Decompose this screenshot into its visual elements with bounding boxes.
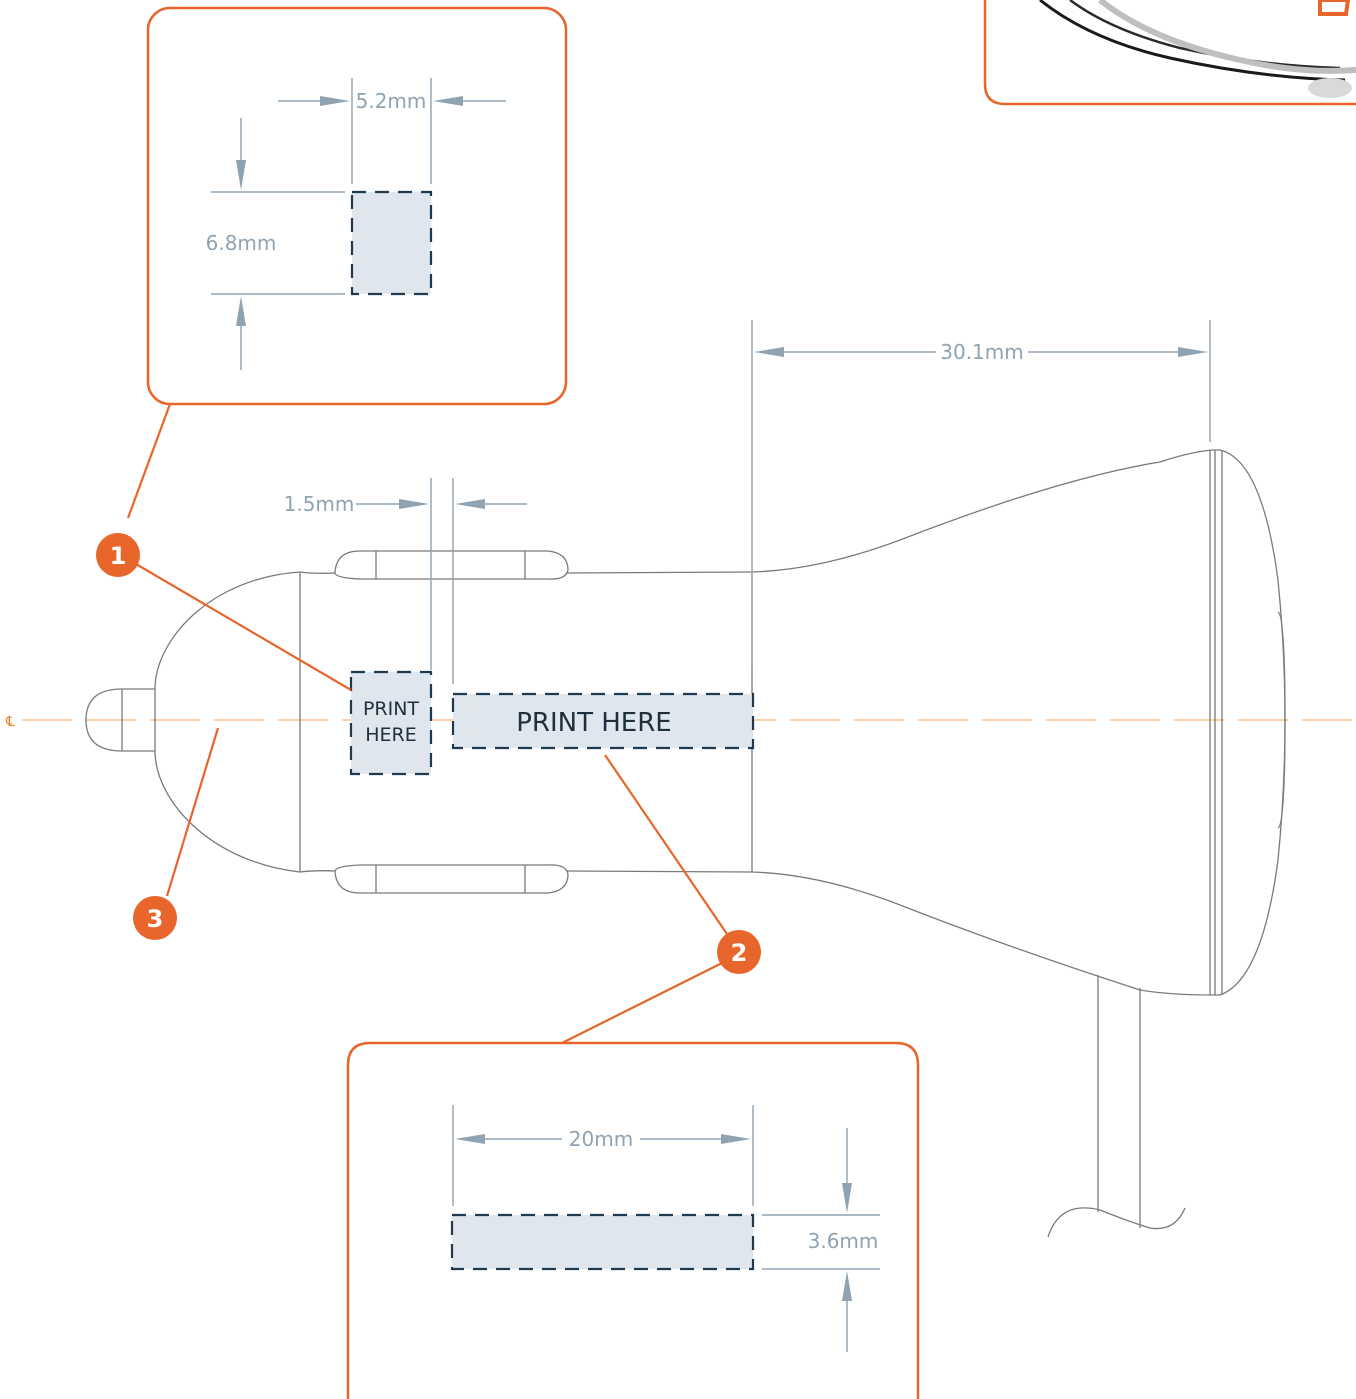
detail-frame-2: 20mm 3.6mm — [346, 1041, 920, 1399]
cable — [1047, 975, 1186, 1238]
callout-3: 3 — [133, 896, 177, 940]
print-area-1-label-line2: HERE — [365, 724, 417, 746]
dimension-label-side-height: 6.8mm — [206, 231, 277, 255]
detail-frame-1: 5.2mm 6.8mm — [146, 6, 568, 406]
product-photo-frame — [983, 0, 1356, 106]
print-area-1-label-line1: PRINT — [363, 698, 419, 720]
dimension-label-side-width: 5.2mm — [356, 89, 427, 113]
charger-outline — [85, 449, 1286, 1238]
leader-lines — [126, 403, 728, 1044]
callout-3-label: 3 — [147, 905, 164, 933]
centerline-symbol: ℄ — [5, 714, 15, 730]
callout-2-label: 2 — [731, 939, 748, 967]
dimension-label-gap: 1.5mm — [284, 492, 355, 516]
spring-contact-top — [334, 550, 569, 580]
dimension-body-length: 30.1mm — [751, 320, 1211, 668]
print-area-2: PRINT HERE — [451, 692, 755, 750]
callout-1: 1 — [96, 533, 140, 577]
dimension-label-front-height: 3.6mm — [808, 1229, 879, 1253]
dimension-label-body-length: 30.1mm — [940, 340, 1024, 364]
print-area-1: PRINT HERE — [349, 670, 433, 776]
print-area-2-label: PRINT HERE — [516, 708, 671, 738]
product-photo — [1039, 0, 1356, 98]
dimension-label-front-width: 20mm — [569, 1127, 633, 1151]
callout-2: 2 — [717, 930, 761, 974]
dimension-gap: 1.5mm — [284, 478, 527, 684]
callout-1-label: 1 — [110, 542, 127, 570]
spring-contact-bottom — [334, 864, 569, 894]
